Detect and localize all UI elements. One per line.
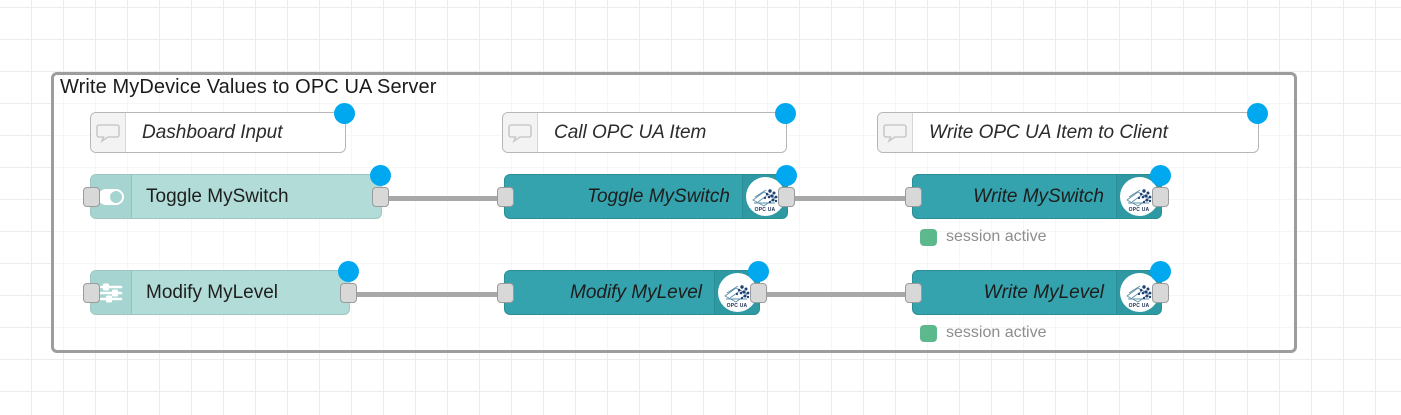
opc-ua-badge-text: OPC UA: [1128, 207, 1150, 213]
comment-bubble-icon: [503, 113, 538, 152]
node-input-port[interactable]: [905, 186, 922, 207]
node-label: Write MySwitch: [973, 185, 1104, 207]
comment-label: Write OPC UA Item to Client: [929, 121, 1168, 143]
node-status-write-mylevel: session active: [920, 324, 1047, 342]
node-output-port[interactable]: [778, 186, 795, 207]
unsaved-change-indicator: [1150, 165, 1171, 186]
unsaved-change-indicator: [370, 165, 391, 186]
node-modify-mylevel-dashboard[interactable]: Modify MyLevel: [83, 261, 359, 315]
unsaved-change-indicator: [1150, 261, 1171, 282]
node-input-port[interactable]: [905, 282, 922, 303]
opc-ua-badge-text: OPC UA: [754, 207, 776, 213]
comment-node-call-opc-ua-item[interactable]: Call OPC UA Item: [502, 103, 796, 153]
unsaved-change-indicator: [776, 165, 797, 186]
node-input-port[interactable]: [497, 186, 514, 207]
node-label: Toggle MySwitch: [587, 185, 730, 207]
node-toggle-myswitch-dashboard[interactable]: Toggle MySwitch: [83, 165, 391, 219]
comment-node-dashboard-input[interactable]: Dashboard Input: [90, 103, 355, 153]
node-write-myswitch-opcua-client[interactable]: Write MySwitch: [905, 165, 1171, 219]
node-write-mylevel-opcua-client[interactable]: Write MyLevel: [905, 261, 1171, 315]
toggle-switch-icon: [91, 175, 132, 218]
node-input-port[interactable]: [497, 282, 514, 303]
node-output-port[interactable]: [750, 282, 767, 303]
comment-node-write-opc-ua-item-to-client[interactable]: Write OPC UA Item to Client: [877, 103, 1268, 153]
opc-ua-badge-text: OPC UA: [726, 303, 748, 309]
node-output-port[interactable]: [372, 186, 389, 207]
unsaved-change-indicator: [775, 103, 796, 124]
node-status-write-myswitch: session active: [920, 228, 1047, 246]
comment-bubble-icon: [91, 113, 126, 152]
node-label: Write MyLevel: [983, 281, 1104, 303]
node-input-port[interactable]: [83, 186, 100, 207]
wire-toggle-dashboard-to-opcua[interactable]: [382, 196, 504, 201]
comment-label: Call OPC UA Item: [554, 121, 707, 143]
status-badge: [920, 324, 937, 342]
node-label: Modify MyLevel: [570, 281, 702, 303]
node-modify-mylevel-opcua-item[interactable]: Modify MyLevel: [497, 261, 769, 315]
node-output-port[interactable]: [1152, 282, 1169, 303]
comment-label: Dashboard Input: [142, 121, 283, 143]
unsaved-change-indicator: [334, 103, 355, 124]
flow-group-title: Write MyDevice Values to OPC UA Server: [60, 76, 437, 98]
node-label: Toggle MySwitch: [146, 185, 289, 207]
node-input-port[interactable]: [83, 282, 100, 303]
unsaved-change-indicator: [338, 261, 359, 282]
status-badge: [920, 228, 937, 246]
status-label: session active: [946, 228, 1047, 245]
wire-level-opcua-to-write[interactable]: [758, 292, 913, 297]
wire-toggle-opcua-to-write[interactable]: [786, 196, 912, 201]
opc-ua-badge-text: OPC UA: [1128, 303, 1150, 309]
unsaved-change-indicator: [748, 261, 769, 282]
status-label: session active: [946, 324, 1047, 341]
unsaved-change-indicator: [1247, 103, 1268, 124]
node-label: Modify MyLevel: [146, 281, 278, 303]
wire-level-dashboard-to-opcua[interactable]: [350, 292, 505, 297]
node-output-port[interactable]: [1152, 186, 1169, 207]
node-toggle-myswitch-opcua-item[interactable]: Toggle MySwitch: [497, 165, 797, 219]
node-output-port[interactable]: [340, 282, 357, 303]
comment-bubble-icon: [878, 113, 913, 152]
